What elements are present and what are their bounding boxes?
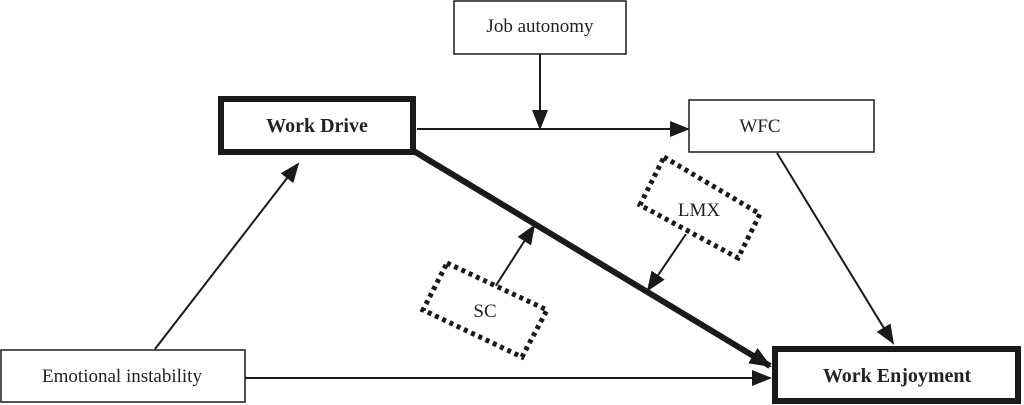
edge-emotional-instability-to-work-drive — [154, 162, 300, 350]
edge-lmx-moderation — [646, 233, 687, 292]
node-job-autonomy: Job autonomy — [453, 0, 627, 55]
node-label: Work Enjoyment — [823, 365, 972, 387]
node-label: SC — [473, 301, 496, 322]
edge-wfc-to-work-enjoyment — [776, 152, 895, 345]
node-label: WFC — [739, 116, 780, 137]
node-wfc: WFC — [688, 99, 875, 153]
edge-work-drive-to-work-enjoyment — [410, 147, 772, 369]
edge-sc-moderation — [494, 224, 536, 288]
node-work-drive: Work Drive — [218, 96, 416, 155]
node-label: Emotional instability — [42, 366, 202, 387]
node-label: Work Drive — [266, 115, 368, 137]
node-work-enjoyment: Work Enjoyment — [772, 346, 1021, 404]
node-label: Job autonomy — [486, 16, 594, 37]
node-lmx: LMX — [636, 153, 764, 262]
node-label: LMX — [678, 200, 721, 221]
node-sc: SC — [419, 259, 551, 361]
node-emotional-instability: Emotional instability — [0, 349, 246, 403]
